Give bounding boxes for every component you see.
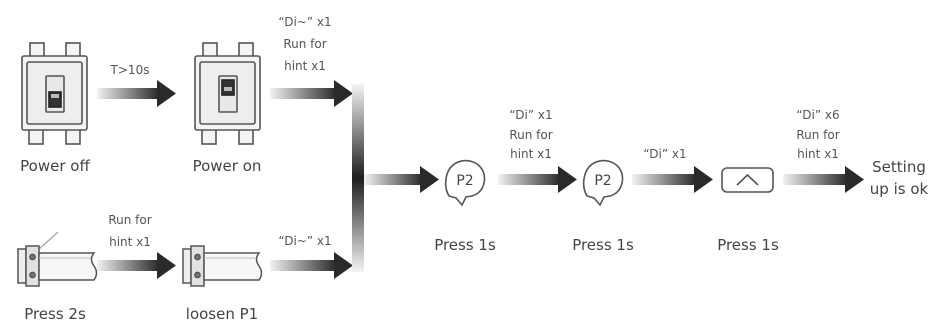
press-2s-caption: Press 2s [24,305,86,323]
motor-run-label-1: Run for [108,213,152,227]
press-1s-caption-third: Press 1s [717,236,779,254]
top-run-label-1: Run for [283,37,327,51]
motor-run-label-2: hint x1 [109,235,151,249]
arrow-press-to-loosen [97,252,176,279]
arrow-bar-to-p2 [364,166,439,193]
p2-button-icon-second [582,159,624,207]
top-run-label-2: hint x1 [284,59,326,73]
bottom-di-label: “Di~” x1 [278,234,332,248]
up-run-label-2: hint x1 [797,147,839,161]
p2-di-label: “Di” x1 [509,108,553,122]
power-on-caption: Power on [192,157,262,175]
circuit-breaker-on-icon [194,42,261,145]
up-di-label: “Di” x6 [796,108,840,122]
p2-button-label-second: P2 [594,173,611,189]
arrow-up-to-done [783,166,864,193]
arrow-loosen-to-bar [270,252,353,279]
merge-bar [352,84,364,272]
setup-complete-caption-1: Setting [872,158,926,176]
tubular-motor-loosen-icon [182,245,263,287]
loosen-p1-caption: loosen P1 [185,305,259,323]
tubular-motor-press-icon [17,231,98,287]
p2-button-icon-first [444,159,486,207]
up-button-icon [721,167,774,193]
arrow-poweroff-to-poweron [97,80,176,107]
top-di-label: “Di~” x1 [278,15,332,29]
arrow-poweron-to-bar [270,80,353,107]
press-1s-caption-first: Press 1s [434,236,496,254]
p2b-di-label: “Di” x1 [643,147,687,161]
press-1s-caption-second: Press 1s [572,236,634,254]
circuit-breaker-off-icon [21,42,88,145]
power-off-caption: Power off [20,157,90,175]
up-run-label-1: Run for [796,128,840,142]
p2-run-label-1: Run for [509,128,553,142]
arrow-p2-to-p2 [498,166,577,193]
delay-label: T>10s [110,63,150,77]
arrow-p2-to-up [632,166,713,193]
setup-complete-caption-2: up is ok [869,180,929,198]
p2-button-label-first: P2 [456,173,473,189]
p2-run-label-2: hint x1 [510,147,552,161]
